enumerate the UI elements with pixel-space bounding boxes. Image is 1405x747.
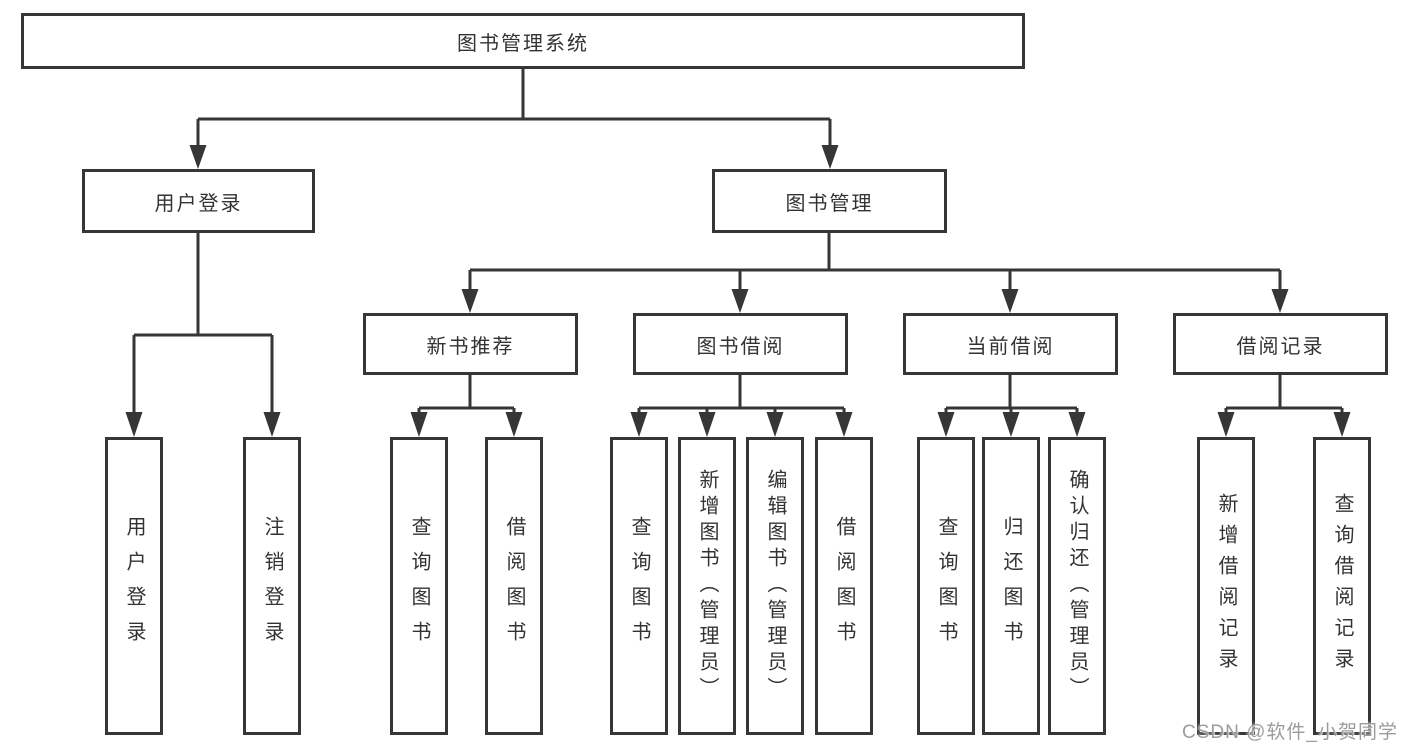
node-label: 确认归还（管理员）	[1066, 469, 1088, 703]
leaf-add-book-admin: 新增图书（管理员）	[678, 437, 736, 735]
leaf-logout: 注销登录	[243, 437, 301, 735]
node-label: 新书推荐	[426, 335, 515, 358]
node-label: 查询图书	[935, 516, 957, 656]
leaf-confirm-return-admin: 确认归还（管理员）	[1048, 437, 1106, 735]
leaf-return-book: 归还图书	[982, 437, 1040, 735]
node-book-management: 图书管理	[712, 169, 947, 233]
connector-borrow-record-group	[1217, 375, 1351, 437]
node-label: 当前借阅	[966, 335, 1055, 358]
node-label: 查询图书	[408, 516, 430, 656]
node-label: 注销登录	[261, 516, 283, 656]
leaf-borrow-book-2: 借阅图书	[815, 437, 873, 735]
leaf-query-borrow-record: 查询借阅记录	[1313, 437, 1371, 735]
node-borrow-record: 借阅记录	[1173, 313, 1388, 375]
node-label: 新增图书（管理员）	[696, 469, 718, 703]
node-label: 借阅图书	[503, 516, 525, 656]
leaf-borrow-book-1: 借阅图书	[485, 437, 543, 735]
connector-user-login-group	[125, 233, 281, 437]
node-label: 用户登录	[154, 192, 243, 215]
node-label: 图书管理系统	[457, 32, 589, 55]
node-label: 查询借阅记录	[1331, 493, 1353, 679]
watermark: CSDN @软件_小贺同学	[1182, 722, 1398, 743]
leaf-user-login: 用户登录	[105, 437, 163, 735]
connector-current-borrow-group	[937, 375, 1086, 437]
node-label: 图书管理	[785, 192, 874, 215]
node-label: 编辑图书（管理员）	[764, 469, 786, 703]
leaf-edit-book-admin: 编辑图书（管理员）	[746, 437, 804, 735]
leaf-query-book-1: 查询图书	[390, 437, 448, 735]
node-label: 新增借阅记录	[1215, 493, 1237, 679]
node-new-book-recommend: 新书推荐	[363, 313, 578, 375]
leaf-query-book-3: 查询图书	[917, 437, 975, 735]
node-label: 归还图书	[1000, 516, 1022, 656]
node-user-login: 用户登录	[82, 169, 315, 233]
node-root-system: 图书管理系统	[21, 13, 1025, 69]
node-book-borrow: 图书借阅	[633, 313, 848, 375]
connector-root-to-level2	[189, 69, 839, 169]
node-current-borrow: 当前借阅	[903, 313, 1118, 375]
node-label: 图书借阅	[696, 335, 785, 358]
node-label: 查询图书	[628, 516, 650, 656]
connector-book-mgmt-to-level3	[461, 233, 1289, 313]
leaf-add-borrow-record: 新增借阅记录	[1197, 437, 1255, 735]
connector-book-borrow-group	[630, 375, 853, 437]
node-label: 借阅记录	[1236, 335, 1325, 358]
leaf-query-book-2: 查询图书	[610, 437, 668, 735]
node-label: 用户登录	[123, 516, 145, 656]
node-label: 借阅图书	[833, 516, 855, 656]
connector-new-book-group	[410, 375, 523, 437]
